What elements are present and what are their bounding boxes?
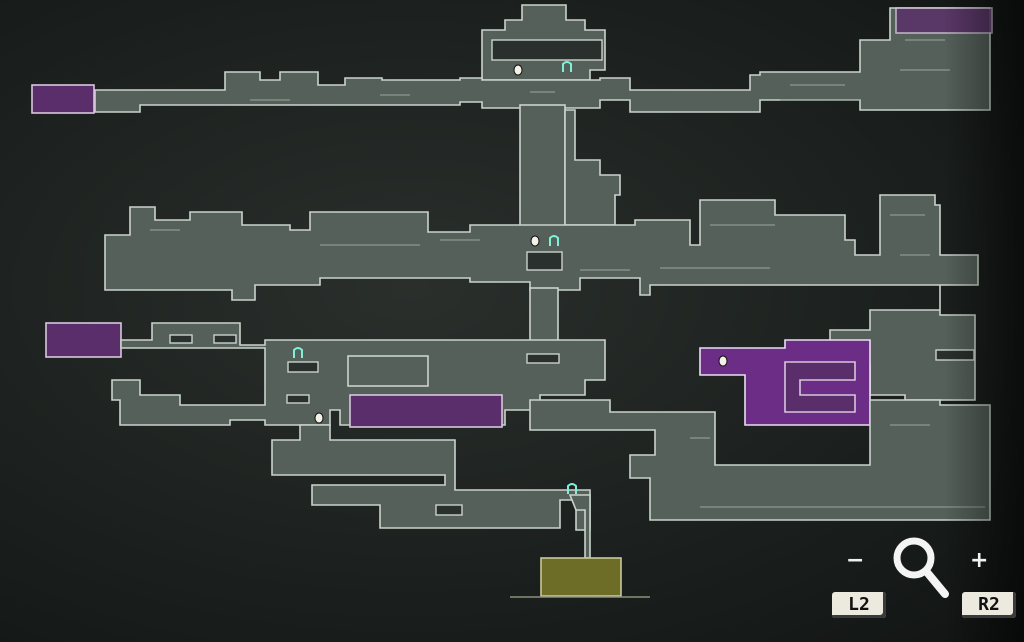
map-room xyxy=(250,39,950,101)
map-pin-icon[interactable] xyxy=(718,355,728,367)
map-room xyxy=(935,349,975,361)
zoom-in-button[interactable]: R2 xyxy=(962,592,1016,618)
map-room xyxy=(347,355,429,387)
map-room xyxy=(690,424,985,508)
map-room xyxy=(271,424,591,531)
map-pin-icon[interactable] xyxy=(530,235,540,247)
map-room xyxy=(45,322,122,358)
map-room xyxy=(491,39,603,61)
map-room xyxy=(564,109,621,226)
map-room xyxy=(31,84,95,114)
map-room xyxy=(213,334,237,344)
map-room xyxy=(435,504,463,516)
map-room xyxy=(169,334,193,344)
map-room xyxy=(895,7,993,34)
map-room xyxy=(526,353,560,364)
zoom-controls: − + L2 R2 xyxy=(830,530,1020,640)
bench-icon[interactable] xyxy=(562,61,572,72)
zoom-in-indicator: + xyxy=(970,548,989,573)
bench-icon[interactable] xyxy=(293,347,303,358)
map-room xyxy=(287,361,319,373)
map-pin-icon[interactable] xyxy=(513,64,523,76)
map-room xyxy=(540,557,622,597)
map-room xyxy=(349,394,503,428)
map-room xyxy=(526,251,563,271)
zoom-out-button[interactable]: L2 xyxy=(832,592,886,618)
zoom-out-indicator: − xyxy=(846,548,865,573)
map-pin-icon[interactable] xyxy=(314,412,324,424)
map-room xyxy=(519,104,566,236)
bench-icon[interactable] xyxy=(549,235,559,246)
magnifier-icon xyxy=(893,537,949,598)
bench-icon[interactable] xyxy=(567,483,577,494)
map-room xyxy=(286,394,310,404)
map-room xyxy=(784,361,856,413)
map-room xyxy=(529,287,559,344)
map-room xyxy=(150,214,930,271)
